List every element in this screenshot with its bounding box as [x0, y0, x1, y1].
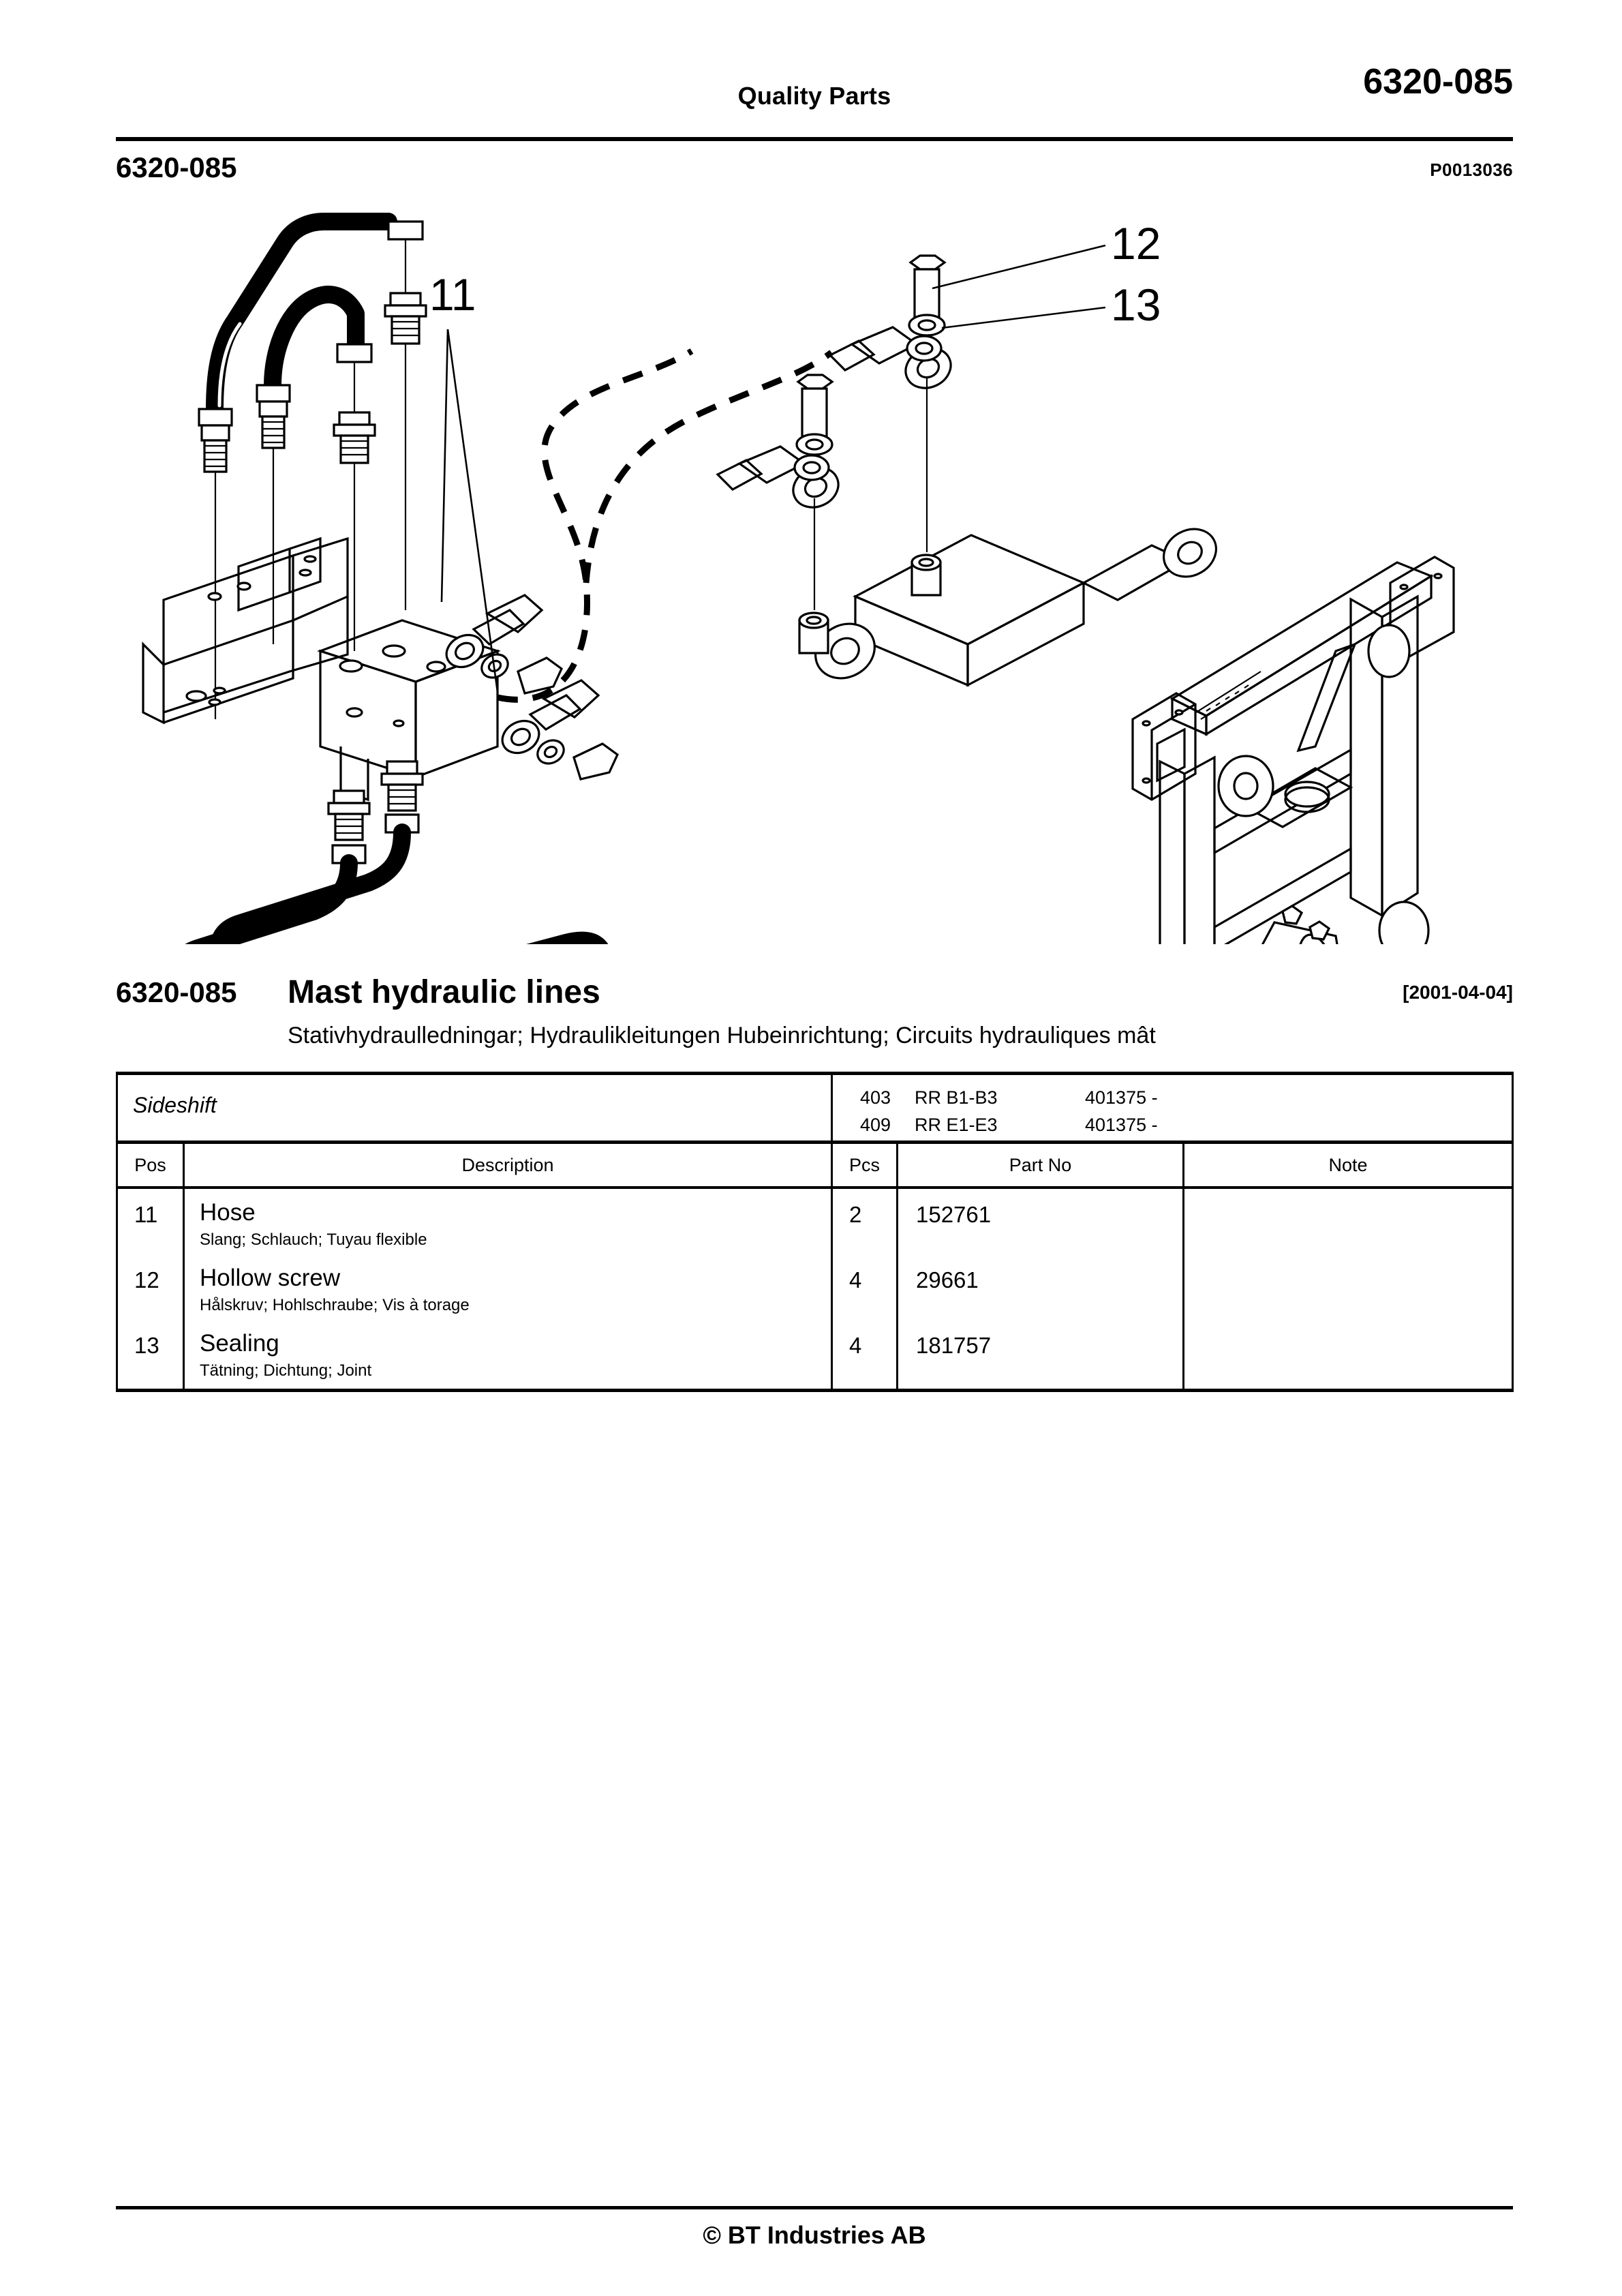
row-description-translations: Hålskruv; Hohlschraube; Vis à torage — [200, 1296, 470, 1314]
column-header-part-no-label: Part No — [1009, 1155, 1072, 1175]
cell-part-no: 152761 — [896, 1192, 1184, 1258]
row-pcs: 4 — [849, 1333, 862, 1358]
table-row: 12 Hollow screw Hålskruv; Hohlschraube; … — [116, 1258, 1514, 1323]
cell-pos: 13 — [116, 1323, 184, 1392]
footer-divider — [116, 2206, 1513, 2209]
subheader-section-code: 6320-085 — [116, 151, 237, 183]
cell-pcs: 4 — [831, 1323, 898, 1392]
header-rule-spacer — [116, 1188, 1514, 1192]
parts-table: Sideshift 403 RR B1-B3 401375 - 409 RR E… — [116, 1072, 1514, 1392]
spacer-cell — [896, 1188, 1184, 1192]
table-row: 11 Hose Slang; Schlauch; Tuyau flexible … — [116, 1192, 1514, 1258]
cell-description: Hollow screw Hålskruv; Hohlschraube; Vis… — [183, 1258, 832, 1323]
column-header-pcs: Pcs — [831, 1142, 898, 1189]
footer-copyright: © BT Industries AB — [703, 2221, 926, 2249]
column-header-description: Description — [183, 1142, 832, 1189]
column-header-note-label: Note — [1328, 1155, 1368, 1175]
cell-pos: 12 — [116, 1258, 184, 1323]
exploded-parts-illustration: .ln { fill:none; stroke:#000; stroke-wid… — [116, 174, 1513, 944]
section-date: [2001-04-04] — [1403, 982, 1513, 1003]
variant-name: Sideshift — [133, 1093, 217, 1117]
variant-row: Sideshift 403 RR B1-B3 401375 - 409 RR E… — [116, 1072, 1514, 1144]
variant-name-cell: Sideshift — [116, 1072, 832, 1144]
row-description-translations: Tätning; Dichtung; Joint — [200, 1361, 372, 1380]
cell-description: Hose Slang; Schlauch; Tuyau flexible — [183, 1192, 832, 1258]
variant-model-1: RR B1-B3 — [915, 1087, 998, 1108]
row-description: Sealing — [200, 1330, 279, 1357]
header-title: Quality Parts — [737, 82, 891, 110]
cell-note — [1182, 1323, 1514, 1392]
variant-serial-2: 401375 - — [1085, 1115, 1158, 1135]
row-part-no: 29661 — [916, 1267, 979, 1293]
header-section-code: 6320-085 — [1363, 62, 1513, 102]
page-header: Quality Parts 6320-085 — [116, 62, 1513, 143]
column-header-pos-label: Pos — [134, 1155, 166, 1175]
column-header-pos: Pos — [116, 1142, 184, 1189]
row-pos: 13 — [134, 1333, 159, 1358]
cell-description: Sealing Tätning; Dichtung; Joint — [183, 1323, 832, 1392]
cell-note — [1182, 1258, 1514, 1323]
variant-model-2: RR E1-E3 — [915, 1115, 998, 1135]
subheader-drawing-code: P0013036 — [1430, 160, 1513, 180]
cell-pos: 11 — [116, 1192, 184, 1258]
section-subtitle: Stativhydraulledningar; Hydraulikleitung… — [288, 1023, 1156, 1048]
row-pcs: 4 — [849, 1267, 862, 1293]
cell-note — [1182, 1192, 1514, 1258]
column-header-note: Note — [1182, 1142, 1514, 1189]
section-name: Mast hydraulic lines — [288, 974, 600, 1010]
row-description: Hose — [200, 1199, 256, 1226]
table-row: 13 Sealing Tätning; Dichtung; Joint 4 18… — [116, 1323, 1514, 1392]
row-description-translations: Slang; Schlauch; Tuyau flexible — [200, 1230, 427, 1249]
variant-code-1: 403 — [860, 1087, 891, 1108]
cell-pcs: 2 — [831, 1192, 898, 1258]
variant-models-cell: 403 RR B1-B3 401375 - 409 RR E1-E3 40137… — [831, 1072, 1514, 1144]
spacer-cell — [116, 1188, 184, 1192]
spacer-cell — [1182, 1188, 1514, 1192]
cell-pcs: 4 — [831, 1258, 898, 1323]
table-header-row: Pos Description Pcs Part No Note — [116, 1142, 1514, 1189]
section-title-row: 6320-085 Mast hydraulic lines [2001-04-0… — [116, 974, 1513, 1014]
spacer-cell — [831, 1188, 898, 1192]
row-part-no: 152761 — [916, 1202, 992, 1227]
callout-label-13: 13 — [1111, 280, 1161, 330]
variant-serial-1: 401375 - — [1085, 1087, 1158, 1108]
spacer-cell — [183, 1188, 832, 1192]
variant-code-2: 409 — [860, 1115, 891, 1135]
column-header-pcs-label: Pcs — [848, 1155, 880, 1175]
cell-part-no: 29661 — [896, 1258, 1184, 1323]
column-header-part-no: Part No — [896, 1142, 1184, 1189]
column-header-description-label: Description — [461, 1155, 554, 1175]
callout-label-12: 12 — [1111, 218, 1161, 269]
row-pcs: 2 — [849, 1202, 862, 1227]
header-divider — [116, 137, 1513, 141]
section-code: 6320-085 — [116, 976, 237, 1008]
row-pos: 11 — [134, 1202, 158, 1227]
row-pos: 12 — [134, 1267, 159, 1293]
row-part-no: 181757 — [916, 1333, 992, 1358]
callout-label-11: 11 — [429, 269, 476, 320]
row-description: Hollow screw — [200, 1265, 341, 1291]
cell-part-no: 181757 — [896, 1323, 1184, 1392]
